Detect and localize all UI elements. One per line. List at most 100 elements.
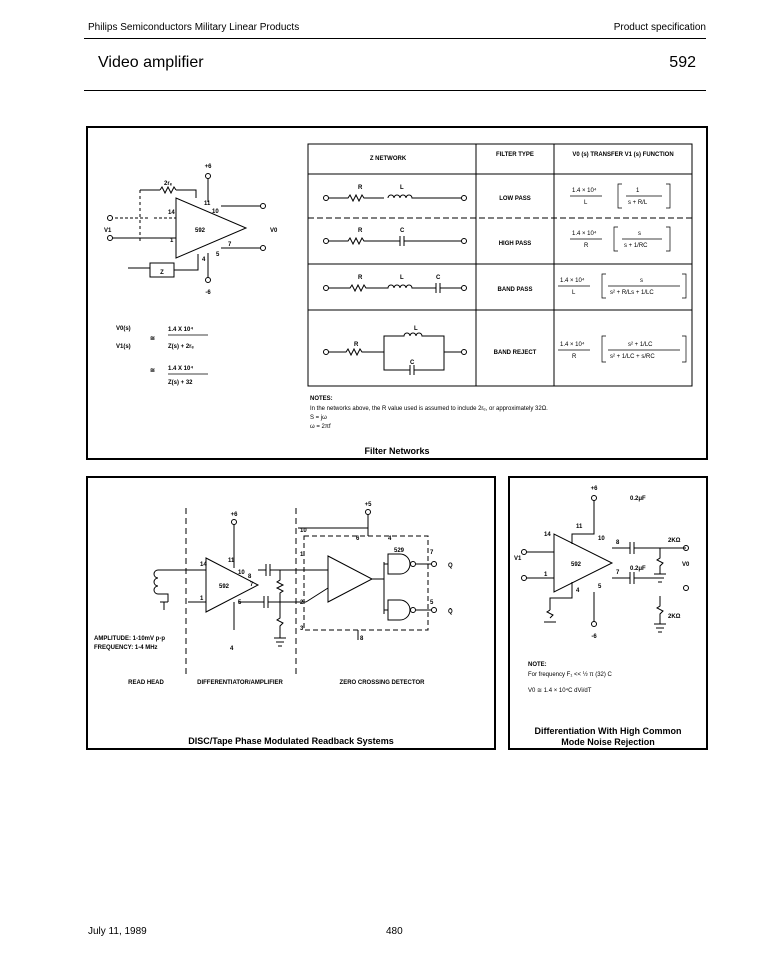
differentiation-panel: +6 -6 592 0.2μF 0.2μF 2KΩ 2KΩ V0 V1 14 1… xyxy=(508,476,708,750)
disc-tape-figure: +6 +5 592 529 Q Q̄ 14 11 10 1 4 5 7 8 1 … xyxy=(94,502,453,746)
page-title: Video amplifier xyxy=(98,54,204,71)
pin14-label: 14 xyxy=(168,210,175,216)
label-differentiator: DIFFERENTIATOR/AMPLIFIER xyxy=(197,680,283,686)
label-zero-crossing: ZERO CROSSING DETECTOR xyxy=(340,680,426,686)
disc-pin11: 11 xyxy=(228,558,235,564)
disc-z5: 5 xyxy=(430,600,434,606)
l1-label: L xyxy=(400,185,404,191)
pin1-label: 1 xyxy=(170,238,174,244)
disc-tape-caption: DISC/Tape Phase Modulated Readback Syste… xyxy=(188,736,393,746)
den-row1: L xyxy=(584,200,588,206)
den-row2: R xyxy=(584,243,589,249)
disc-tape-panel: +6 +5 592 529 Q Q̄ 14 11 10 1 4 5 7 8 1 … xyxy=(86,476,496,750)
disc-pin4: 4 xyxy=(230,646,234,652)
header-rule-top xyxy=(84,38,706,39)
pin7-label: 7 xyxy=(228,242,232,248)
disc-z4: 4 xyxy=(388,536,392,542)
gain-row1: 1.4 × 10⁴ xyxy=(572,187,597,194)
l3-label: L xyxy=(400,275,404,281)
vo-label: V0 xyxy=(270,228,278,234)
gain-row2: 1.4 × 10⁴ xyxy=(572,230,597,237)
disc-z10: 10 xyxy=(300,528,307,534)
diff-plus6: +6 xyxy=(591,486,599,492)
diff-r1: 2KΩ xyxy=(668,538,681,544)
diff-caption-2: Mode Noise Rejection xyxy=(561,737,655,747)
pin5-label: 5 xyxy=(216,252,220,258)
fn-den-row1: s + R/L xyxy=(628,200,648,206)
disc-z6: 6 xyxy=(356,536,360,542)
filter-networks-figure: +6 -6 2rₑ 592 V0 V1 Z 14 11 10 1 4 5 7 V… xyxy=(104,143,693,456)
fn-num-row2: s xyxy=(638,231,641,237)
diff-pin4: 4 xyxy=(576,588,580,594)
pin4-label: 4 xyxy=(202,257,206,263)
disc-pin5: 5 xyxy=(238,600,242,606)
disc-gate-label: 529 xyxy=(394,548,405,554)
diff-note-2: V0 ≅ 1.4 × 10⁴C dVi/dT xyxy=(528,687,592,694)
disc-pin14: 14 xyxy=(200,562,207,568)
eq-den-2: Z(s) + 32 xyxy=(168,380,193,386)
note-1: In the networks above, the R value used … xyxy=(310,406,548,412)
fn-num-row3: s xyxy=(640,278,643,284)
diff-pin5: 5 xyxy=(598,584,602,590)
type-band-pass: BAND PASS xyxy=(498,287,533,293)
den-row4: R xyxy=(572,354,577,360)
z-label: Z xyxy=(160,270,164,276)
fn-num-row1: 1 xyxy=(636,188,640,194)
diff-pin1: 1 xyxy=(544,572,548,578)
header-rule-bottom xyxy=(84,90,706,91)
chip-label: 592 xyxy=(195,228,206,234)
diff-pin7: 7 xyxy=(616,570,620,576)
differentiation-figure: +6 -6 592 0.2μF 0.2μF 2KΩ 2KΩ V0 V1 14 1… xyxy=(514,486,690,747)
eq-lhs-top: V0(s) xyxy=(116,326,131,332)
disc-plus6-label: +6 xyxy=(231,512,239,518)
footer-page-number: 480 xyxy=(386,926,403,937)
vi-label: V1 xyxy=(104,228,112,234)
type-band-reject: BAND REJECT xyxy=(494,350,537,356)
disc-q-label: Q xyxy=(448,563,453,569)
diff-pin14: 14 xyxy=(544,532,551,538)
c4-label: C xyxy=(410,360,415,366)
type-high-pass: HIGH PASS xyxy=(499,241,532,247)
diff-vo: V0 xyxy=(682,562,690,568)
disc-frequency: FREQUENCY: 1-4 MHz xyxy=(94,645,158,651)
r3-label: R xyxy=(358,275,363,281)
fn-num-row4: s² + 1/LC xyxy=(628,342,653,348)
filter-networks-panel: +6 -6 2rₑ 592 V0 V1 Z 14 11 10 1 4 5 7 V… xyxy=(86,126,708,460)
note-2: S = jω xyxy=(310,415,327,421)
l4-label: L xyxy=(414,326,418,332)
disc-z2: 2 xyxy=(300,600,304,606)
disc-z3: 3 xyxy=(300,626,304,632)
label-read-head: READ HEAD xyxy=(128,680,164,686)
diff-caption-1: Differentiation With High Common xyxy=(535,726,682,736)
diff-minus6: -6 xyxy=(591,634,597,640)
fn-den-row4: s² + 1/LC + s/RC xyxy=(610,354,655,360)
den-row3: L xyxy=(572,290,576,296)
fn-den-row2: s + 1/RC xyxy=(624,243,648,249)
diff-pin10: 10 xyxy=(598,536,605,542)
disc-chip-label: 592 xyxy=(219,584,230,590)
fn-den-row3: s² + R/Ls + 1/LC xyxy=(610,290,654,296)
eq-sign-2: ≅ xyxy=(150,368,155,374)
disc-z1: 1 xyxy=(300,552,304,558)
re-label: 2rₑ xyxy=(164,181,173,187)
pin11-label: 11 xyxy=(204,201,211,207)
diff-note-1: For frequency F₁ << ½ π (32) C xyxy=(528,671,613,678)
document-type: Product specification xyxy=(613,22,706,33)
diff-vi: V1 xyxy=(514,556,522,562)
disc-z8: 8 xyxy=(360,636,364,642)
note-3: ω = 2πf xyxy=(310,424,331,430)
r1-label: R xyxy=(358,185,363,191)
diff-r2: 2KΩ xyxy=(668,614,681,620)
th-filter-type: FILTER TYPE xyxy=(496,152,534,158)
disc-pin7: 7 xyxy=(250,582,254,588)
disc-pin1: 1 xyxy=(200,596,204,602)
diff-pin8: 8 xyxy=(616,540,620,546)
op-amp-symbol xyxy=(175,197,248,259)
diff-c2: 0.2μF xyxy=(630,566,646,572)
diff-c1: 0.2μF xyxy=(630,496,646,502)
eq-lhs-bot: V1(s) xyxy=(116,344,131,350)
eq-sign-1: ≅ xyxy=(150,336,155,342)
company-name: Philips Semiconductors Military Linear P… xyxy=(88,22,300,33)
r2-label: R xyxy=(358,228,363,234)
re-resistor xyxy=(159,185,177,195)
